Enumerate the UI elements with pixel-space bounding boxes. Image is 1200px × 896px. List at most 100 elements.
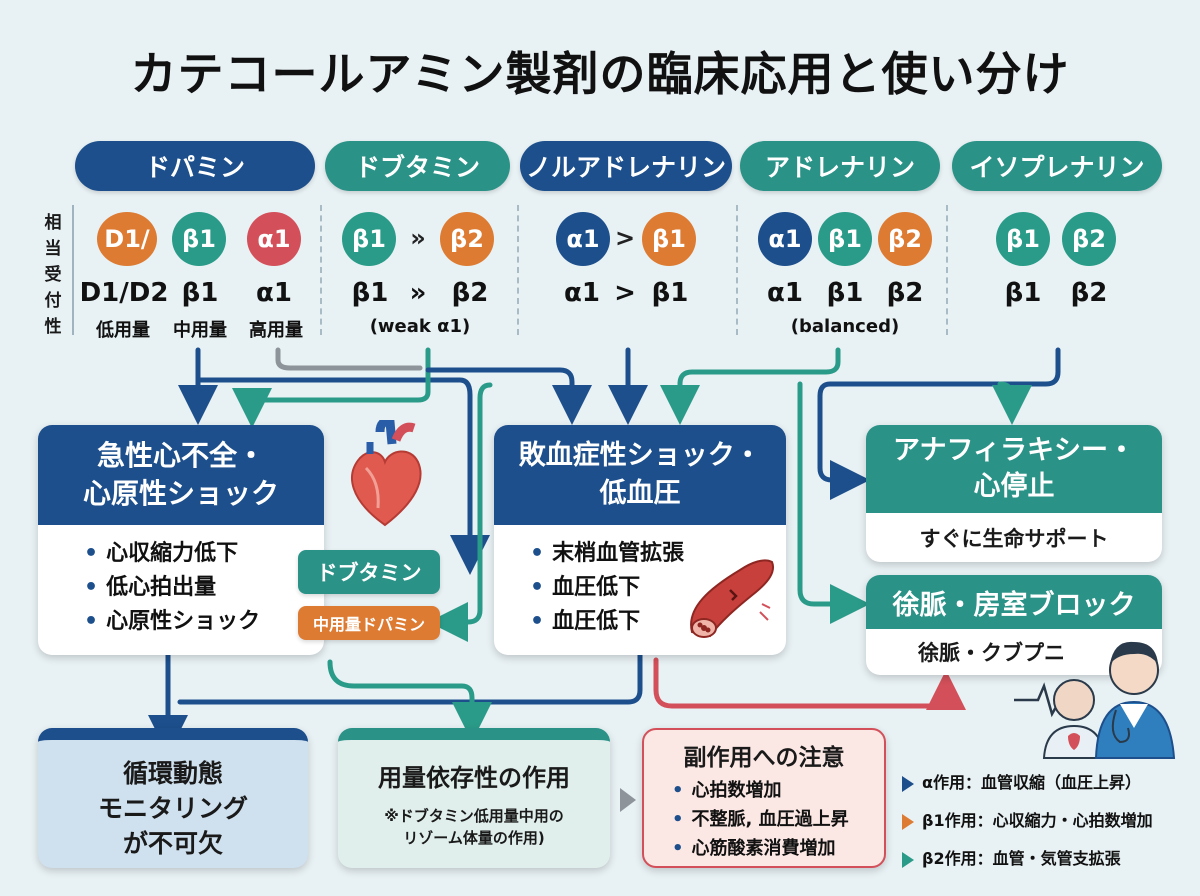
receptor-text: β1 [351, 278, 389, 308]
card-header: 徐脈・房室ブロック [866, 575, 1162, 629]
arrow-dose-side [620, 788, 636, 812]
bullet-item: 不整脈, 血圧過上昇 [672, 805, 884, 834]
card-line: 循環動態 [122, 759, 223, 788]
receptor-operator: » [410, 224, 426, 252]
receptor-text: β1 [651, 278, 689, 308]
legend-text: β2作用：血管・気管支拡張 [922, 849, 1121, 868]
drug-header-dopamine: ドパミン [75, 141, 315, 191]
drug-header-noradrenaline: ノルアドレナリン [520, 141, 732, 191]
receptor-circle-alpha1: α1 [247, 212, 301, 266]
card-anaphylaxis: アナフィラキシー・ 心停止 すぐに生命サポート [866, 425, 1162, 562]
card-note-line: リゾーム体量の作用) [403, 829, 545, 847]
receptor-text: β1 [826, 278, 864, 308]
receptor-text: β2 [1070, 278, 1108, 308]
card-monitoring: 循環動態 モニタリング が不可欠 [38, 728, 308, 868]
card-header: アナフィラキシー・ 心停止 [866, 425, 1162, 513]
card-header: 急性心不全・ 心原性ショック [38, 425, 324, 525]
arrow-dobutamine-ahf [232, 347, 431, 428]
receptor-text: β2 [451, 278, 489, 308]
receptor-circle-alpha1: α1 [556, 212, 610, 266]
arrow-to-dobutamine-tag [195, 377, 490, 575]
arrow-to-anaphylaxis-top [992, 381, 1032, 425]
bullet-item: 低心拍出量 [84, 571, 324, 605]
card-acute-heart-failure: 急性心不全・ 心原性ショック 心収縮力低下 低心拍出量 心原性ショック [38, 425, 324, 655]
receptor-circle-beta1: β1 [342, 212, 396, 266]
column-divider [320, 205, 322, 335]
bullet-item: 血圧低下 [530, 571, 786, 605]
receptor-circle-beta2: β2 [878, 212, 932, 266]
card-title: 用量依存性の作用 [378, 764, 570, 792]
arrow-to-septic [425, 367, 592, 425]
receptor-circle-beta2: β2 [440, 212, 494, 266]
legend-marker-icon [902, 813, 914, 830]
card-body: 徐脈・クブプニ [918, 641, 1065, 665]
legend-marker-icon [902, 851, 914, 868]
receptor-text: β1 [1004, 278, 1042, 308]
legend: α作用：血管収縮（血圧上昇） β1作用：心収縮力・心拍数増加 β2作用：血管・気… [902, 764, 1192, 878]
legend-text: β1作用：心収縮力・心拍数増加 [922, 811, 1153, 830]
bullet-item: 血圧低下 [530, 605, 786, 639]
card-line: が不可欠 [122, 829, 223, 858]
receptor-text: > [614, 278, 636, 308]
receptor-text: » [409, 278, 427, 308]
receptor-text: β2 [886, 278, 924, 308]
card-bradycardia: 徐脈・房室ブロック 徐脈・クブプニ [866, 575, 1162, 675]
heart-icon [351, 420, 422, 527]
card-dose-dependent: 用量依存性の作用 ※ドブタミン低用量中用の リゾーム体量の作用) [338, 728, 610, 868]
column-divider [517, 205, 519, 335]
receptor-circle-alpha1: α1 [758, 212, 812, 266]
card-header: 敗血症性ショック・ 低血圧 [494, 425, 786, 525]
doctor-icon [1014, 641, 1176, 759]
bullet-item: 心原性ショック [84, 605, 324, 639]
receptor-circle-d1: D1/ [97, 212, 157, 266]
legend-item-alpha: α作用：血管収縮（血圧上昇） [902, 764, 1192, 802]
card-title: 敗血症性ショック・ [518, 440, 762, 471]
receptor-circle-beta1: β1 [818, 212, 872, 266]
column-divider [736, 205, 738, 335]
bullet-item: 心筋酸素消費増加 [672, 834, 884, 863]
column-divider [946, 205, 948, 335]
legend-item-beta2: β2作用：血管・気管支拡張 [902, 840, 1192, 878]
card-title: 副作用への注意 [683, 745, 845, 771]
arrow-to-mid-dopamine [428, 382, 493, 642]
card-body: すぐに生命サポート [919, 526, 1109, 551]
dobutamine-note: (weak α1) [369, 316, 471, 337]
card-title: 徐脈・房室ブロック [892, 589, 1136, 621]
page-title: カテコールアミン製剤の臨床応用と使い分け [130, 47, 1070, 101]
receptor-text: β1 [181, 278, 219, 308]
arrow-adrenaline-septic [660, 347, 841, 425]
legend-item-beta1: β1作用：心収縮力・心拍数増加 [902, 802, 1192, 840]
card-note: ※ドブタミン低用量中用の リゾーム体量の作用) [338, 793, 610, 849]
drug-header-isoprenaline: イソプレナリン [952, 141, 1162, 191]
card-body: 循環動態 モニタリング が不可欠 [38, 740, 308, 861]
bullet-item: 末梢血管拡張 [530, 537, 786, 571]
bullet-item: 心拍数増加 [672, 776, 884, 805]
drug-header-adrenaline: アドレナリン [740, 141, 940, 191]
tag-dobutamine: ドブタミン [298, 550, 440, 594]
dose-label-high: 高用量 [249, 320, 303, 341]
dose-label-low: 低用量 [96, 320, 150, 341]
receptor-row-line [72, 205, 74, 335]
card-title: 急性心不全・ [96, 439, 265, 472]
dose-label-mid: 中用量 [173, 320, 227, 341]
tag-mid-dopamine: 中用量ドパミン [298, 606, 440, 640]
receptor-circle-beta2: β2 [1062, 212, 1116, 266]
receptor-circle-beta1: β1 [642, 212, 696, 266]
adrenaline-note: (balanced) [790, 316, 900, 337]
legend-marker-icon [902, 775, 914, 792]
card-side-effects: 副作用への注意 心拍数増加 不整脈, 血圧過上昇 心筋酸素消費増加 [642, 728, 886, 868]
arrow-gray [275, 347, 423, 371]
receptor-text: α1 [767, 278, 803, 308]
arrow-to-anaphylaxis [817, 347, 1061, 500]
receptor-circle-beta1: β1 [996, 212, 1050, 266]
receptor-text: α1 [256, 278, 292, 308]
arrow-septic-monitor [177, 652, 643, 705]
receptor-text: D1/D2 [79, 278, 169, 308]
receptor-row-label: 相当受付性 [40, 210, 66, 340]
card-body: 末梢血管拡張 血圧低下 血圧低下 [494, 525, 786, 639]
arrow-to-dose [327, 659, 492, 742]
legend-text: α作用：血管収縮（血圧上昇） [922, 773, 1141, 792]
receptor-circle-beta1: β1 [172, 212, 226, 266]
arrow-to-brady-red [653, 657, 966, 711]
